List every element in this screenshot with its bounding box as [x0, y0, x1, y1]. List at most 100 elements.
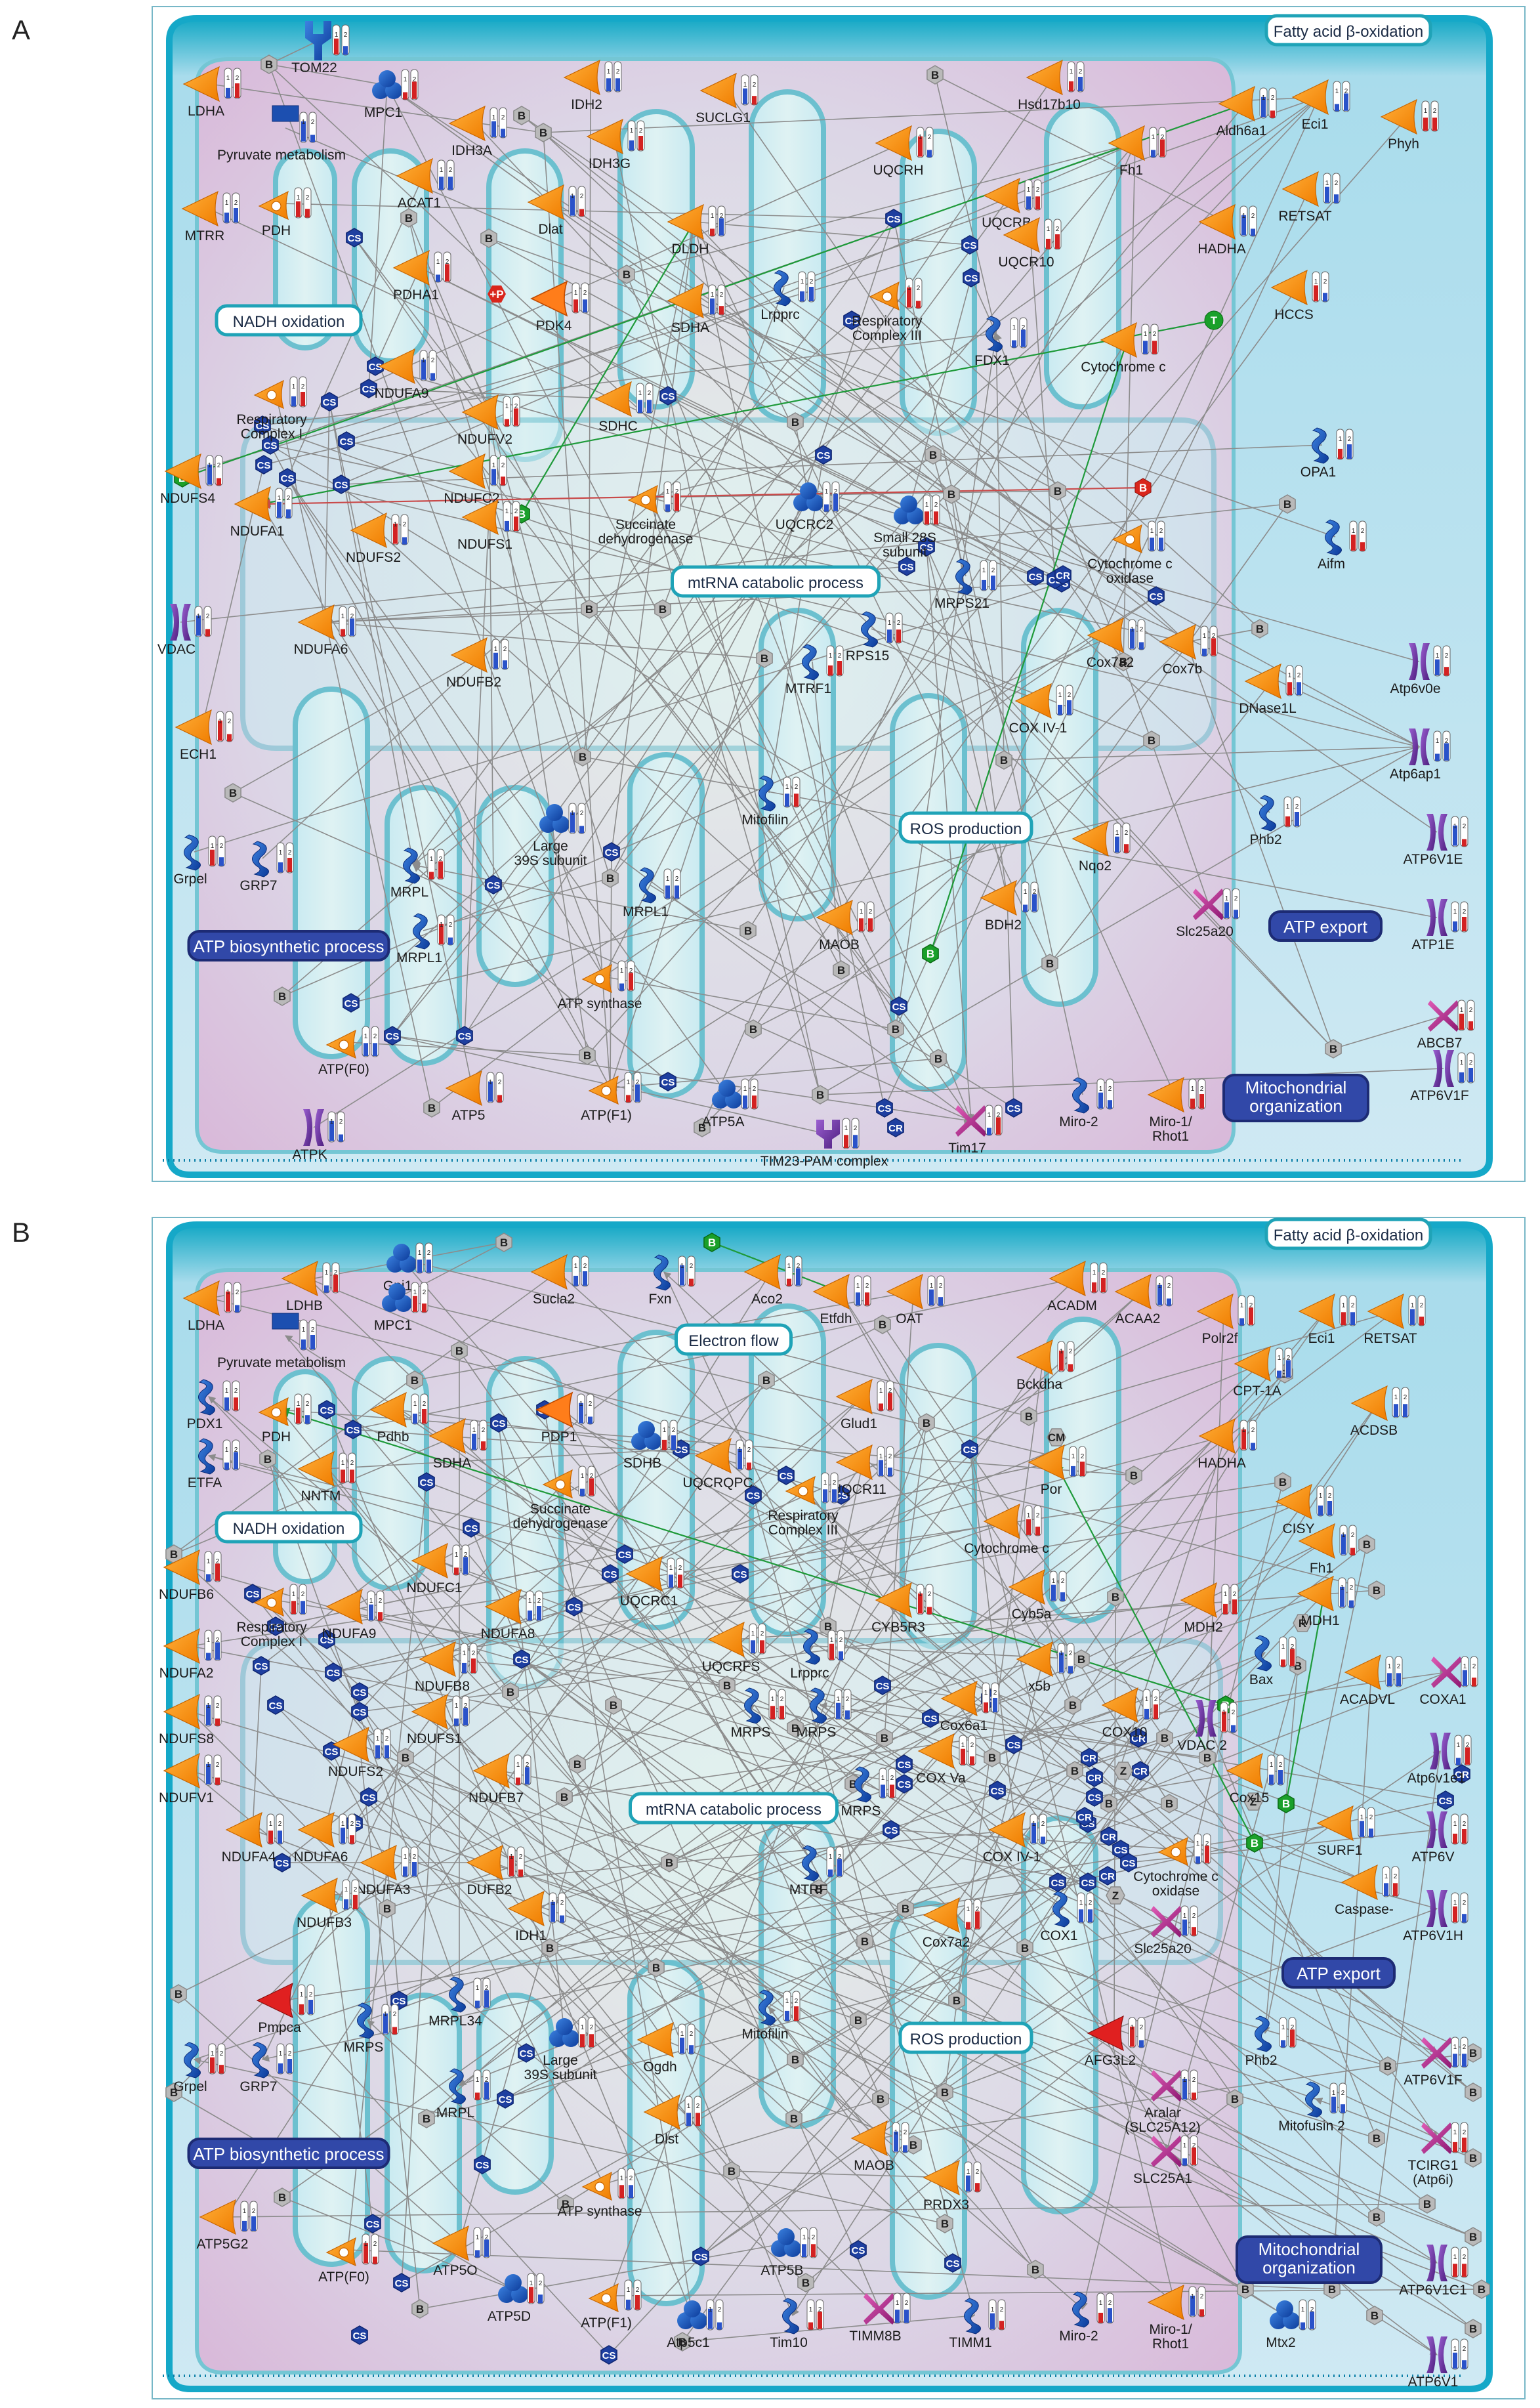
process-atp-biosynthetic-process[interactable]: ATP biosynthetic process: [187, 2138, 390, 2169]
process-fatty-acid-oxidation[interactable]: Fatty acid β-oxidation: [1264, 14, 1432, 47]
process-nadh-oxidation[interactable]: NADH oxidation: [215, 1511, 363, 1544]
process-atp-export[interactable]: ATP export: [1268, 910, 1383, 942]
process-ros-production[interactable]: ROS production: [898, 811, 1033, 844]
process-mtrna-catabolic-process[interactable]: mtRNA catabolic process: [671, 565, 881, 598]
process-nadh-oxidation[interactable]: NADH oxidation: [215, 304, 363, 337]
process-ros-production[interactable]: ROS production: [898, 2021, 1033, 2054]
